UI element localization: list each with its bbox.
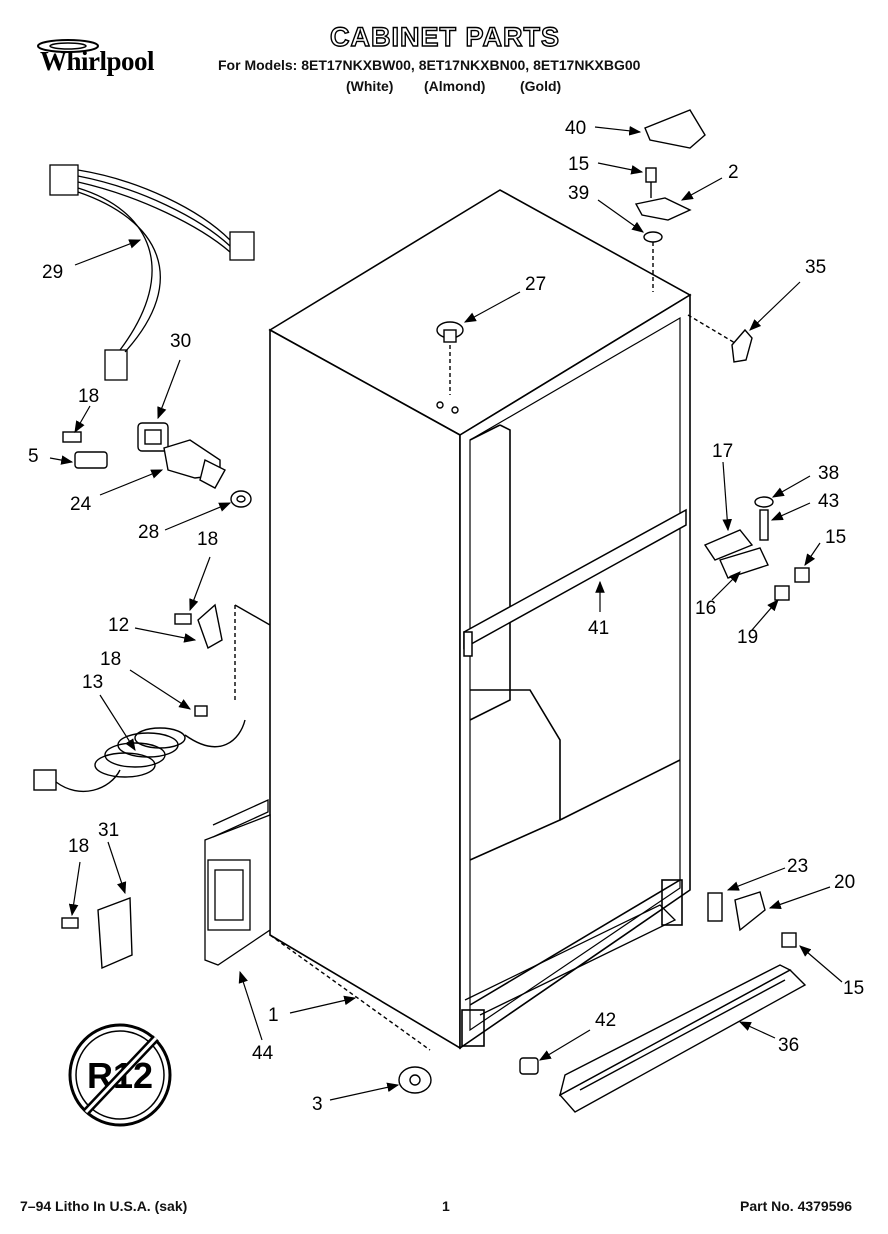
callout-label: 43 [818,491,839,512]
bottom-hinge-20 [707,891,797,948]
whirlpool-logo: Whirlpool [28,38,188,76]
footer-litho: 7–94 Litho In U.S.A. (sak) [20,1198,188,1214]
top-hinge-assembly [634,109,706,292]
base-rail [464,904,677,1016]
callout-label: 3 [312,1094,323,1115]
callout-label: 31 [98,820,119,841]
page-title: CABINET PARTS [329,21,560,52]
callout-label: 2 [728,162,739,183]
callout-label: 24 [70,494,92,515]
bumper-35 [687,314,753,363]
callout-label: 28 [138,522,159,543]
callout-label: 18 [100,649,121,670]
plug-27 [436,321,464,414]
callout-label: 1 [268,1005,279,1026]
color-label-almond: (Almond) [424,78,486,94]
callout-label: 15 [825,527,846,548]
callout-label: 18 [78,386,99,407]
callout-label: 15 [568,154,589,175]
callout-label: 27 [525,274,546,295]
side-panel-44 [204,798,271,966]
callout-label: 29 [42,262,63,283]
callout-label: 12 [108,615,129,636]
callout-label: 44 [252,1043,274,1064]
callout-label: 35 [805,257,826,278]
cover-31 [61,897,133,970]
callout-label: 16 [695,598,716,619]
power-cord-13 [33,603,271,793]
center-hinge-16 [703,496,810,601]
callout-label: 38 [818,463,839,484]
roller-3 [269,934,432,1094]
brand-name: Whirlpool [40,46,155,76]
callout-label: 30 [170,331,191,352]
callout-label: 39 [568,183,589,204]
wire-harness-29 [49,164,255,381]
no-r12-badge: R12 [68,1023,172,1127]
callout-label: 36 [778,1035,799,1056]
callout-label: 42 [595,1010,616,1031]
logo-swirl-icon [37,39,99,53]
callout-label: 23 [787,856,808,877]
callout-label: 41 [588,618,609,639]
divider-bar-41 [463,508,687,657]
clip-42 [519,1057,539,1075]
callout-label: 40 [565,118,586,139]
callout-label: 17 [712,441,733,462]
callout-label: 5 [28,446,39,467]
color-label-white: (White) [346,78,394,94]
models-line: For Models: 8ET17NKXBW00, 8ET17NKXBN00, … [218,57,641,73]
callout-label: 20 [834,872,855,893]
callout-label: 15 [843,978,864,999]
callout-numbers: 40 15 2 39 35 27 29 30 18 5 24 28 17 38 … [28,118,864,1115]
footer-page-number: 1 [442,1198,450,1214]
cabinet-body [268,189,692,1050]
valve-assembly [62,422,252,508]
leader-lines [49,126,843,1101]
base-grille-36 [558,964,807,1113]
callout-label: 19 [737,627,758,648]
footer-part-number: Part No. 4379596 [740,1198,853,1214]
color-label-gold: (Gold) [520,78,562,94]
callout-label: 13 [82,672,103,693]
callout-label: 18 [68,836,89,857]
callout-label: 18 [197,529,218,550]
